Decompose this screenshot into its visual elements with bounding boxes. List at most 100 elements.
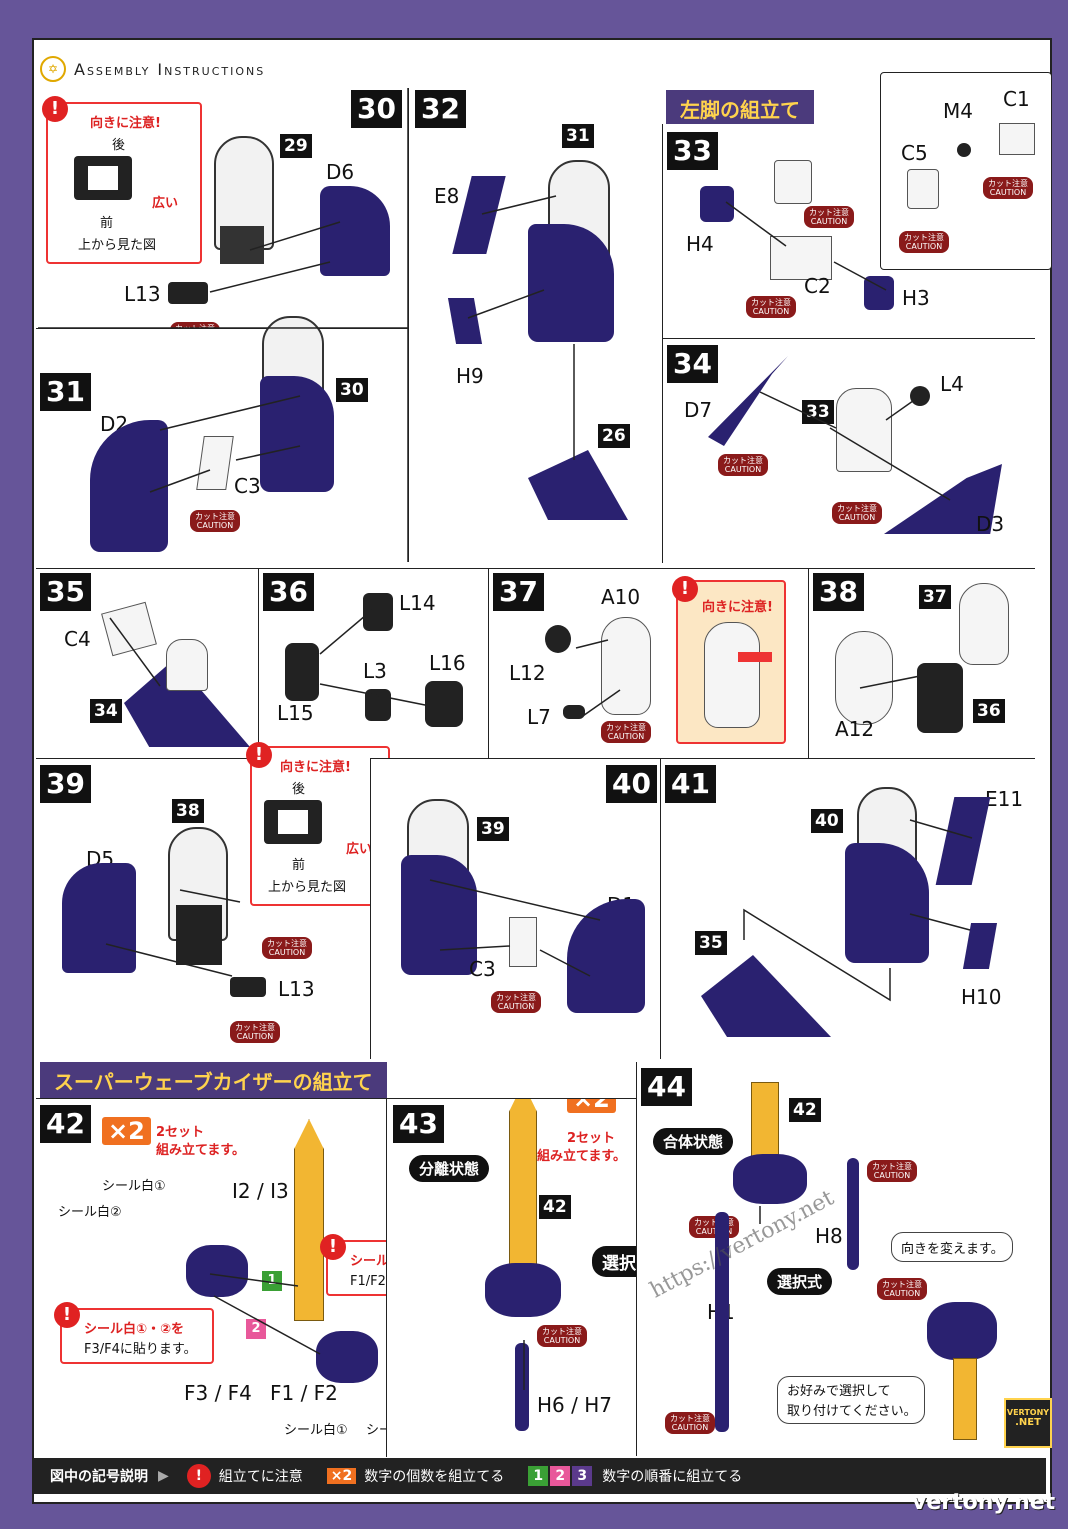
part-label-A12: A12 — [835, 717, 875, 741]
step-number-40: 40 — [606, 765, 657, 803]
part-A10-shape — [601, 617, 651, 715]
sword-guard — [485, 1263, 561, 1317]
part-label-26: 26 — [598, 424, 630, 448]
part-L13-block — [230, 977, 266, 997]
part-M4-shape — [957, 143, 971, 157]
hilt-H8 — [847, 1158, 859, 1270]
seal-label-2: シール白② — [366, 1423, 386, 1438]
turn-note: 向きを変えます。 — [901, 1242, 1004, 1257]
orientation-warning-box-2: ! 向きに注意! — [672, 576, 786, 744]
part-label-L12: L12 — [509, 661, 546, 685]
part-label-E11: E11 — [985, 787, 1024, 811]
legend-order-2: 2 — [550, 1466, 571, 1486]
part-label-L3: L3 — [363, 659, 387, 683]
step-number-31: 31 — [40, 373, 91, 411]
part-label-L16: L16 — [429, 651, 466, 675]
count-x2-badge: ×2 — [102, 1117, 151, 1145]
step-number-34: 34 — [667, 345, 718, 383]
part-label-C4: C4 — [64, 627, 91, 651]
part-30-lower — [260, 376, 334, 492]
part-L14-shape — [363, 593, 393, 631]
step-number-43: 43 — [393, 1105, 444, 1143]
seal-label-1: シール白① — [102, 1179, 166, 1194]
legend-x2-icon: ×2 — [326, 1468, 357, 1484]
A10-detail-shape — [704, 622, 760, 728]
part-label-29: 29 — [280, 134, 312, 158]
part-C5-on-C2 — [774, 160, 812, 204]
selectable-badge: 選択式 — [767, 1268, 833, 1295]
part-label-A10: A10 — [601, 585, 641, 609]
orientation-warning-box: ! 向きに注意! 後 広い 前 上から見た図 — [42, 96, 202, 264]
part-label-D7: D7 — [684, 398, 713, 422]
warning-title: 向きに注意! — [280, 760, 351, 775]
separated-state-badge: 分離状態 — [409, 1155, 490, 1182]
order-2-marker: 2 — [246, 1319, 266, 1339]
part-label-35: 35 — [695, 931, 727, 955]
warning-title: 向きに注意! — [702, 600, 773, 615]
build-label: 組み立てます。 — [156, 1143, 246, 1158]
sets-label: 2セット — [156, 1125, 205, 1140]
label-front: 前 — [100, 216, 114, 231]
part-label-L15: L15 — [277, 701, 314, 725]
top-view-part-hole — [88, 166, 118, 190]
part-label-C3: C3 — [234, 474, 261, 498]
top-view-part-hole — [278, 810, 308, 834]
part-label-H4: H4 — [686, 232, 714, 256]
sets-label: 2セット — [567, 1131, 616, 1146]
warning-icon: ! — [672, 576, 698, 602]
order-1-marker: 1 — [262, 1271, 282, 1291]
step-36-panel: 36 L14 L15 L3 L16 — [258, 568, 489, 759]
part-label-L4: L4 — [940, 372, 964, 396]
step-number-36: 36 — [263, 573, 314, 611]
star-of-david-icon: ✡ — [40, 56, 66, 82]
part-label-L13: L13 — [124, 282, 161, 306]
part-label-H8: H8 — [815, 1224, 843, 1248]
part-label-42: 42 — [789, 1098, 821, 1122]
part-label-42: 42 — [539, 1195, 571, 1219]
label-top-view: 上から見た図 — [268, 880, 347, 895]
step-41-panel: 41 40 E11 35 H10 — [660, 758, 1035, 1059]
step-number-30: 30 — [351, 90, 402, 128]
symbol-legend: 図中の記号説明 ▶ ! 組立てに注意 ×2 数字の個数を組立てる 1 2 3 数… — [34, 1458, 1046, 1494]
rotated-guard — [927, 1302, 997, 1360]
part-label-H3: H3 — [902, 286, 930, 310]
build-label: 組み立てます。 — [537, 1149, 627, 1164]
warning-icon: ! — [246, 742, 272, 768]
part-label-L7: L7 — [527, 705, 551, 729]
legend-order-text: 数字の順番に組立てる — [602, 1469, 743, 1485]
legend-warning-icon: ! — [186, 1464, 211, 1488]
part-label-C3: C3 — [469, 957, 496, 981]
orientation-warning-box-3: ! 向きに注意! 後 広い 前 上から見た図 — [246, 742, 390, 906]
part-label-36: 36 — [973, 699, 1005, 723]
step-number-39: 39 — [40, 765, 91, 803]
part-label-39: 39 — [477, 817, 509, 841]
step-number-42: 42 — [40, 1105, 91, 1143]
blade-I2-I3 — [294, 1119, 324, 1321]
part-L12-shape — [545, 625, 571, 653]
warning-icon: ! — [54, 1302, 80, 1328]
legend-arrow-icon: ▶ — [158, 1468, 169, 1484]
combined-state-badge: 合体状態 — [653, 1128, 734, 1155]
part-label-37: 37 — [919, 585, 951, 609]
part-31-armor — [528, 224, 614, 342]
page-title: Assembly Instructions — [74, 59, 266, 79]
part-label-H9: H9 — [456, 364, 484, 388]
step-number-41: 41 — [665, 765, 716, 803]
part-39-armor — [401, 855, 477, 975]
part-D5-shape — [62, 863, 136, 973]
part-37-shape — [959, 583, 1009, 665]
speech-bubble-turn — [891, 1232, 1013, 1262]
part-label-C5: C5 — [901, 141, 928, 165]
section-header-left-leg: 左脚の組立て — [666, 90, 814, 127]
sword-hilt — [515, 1343, 529, 1431]
